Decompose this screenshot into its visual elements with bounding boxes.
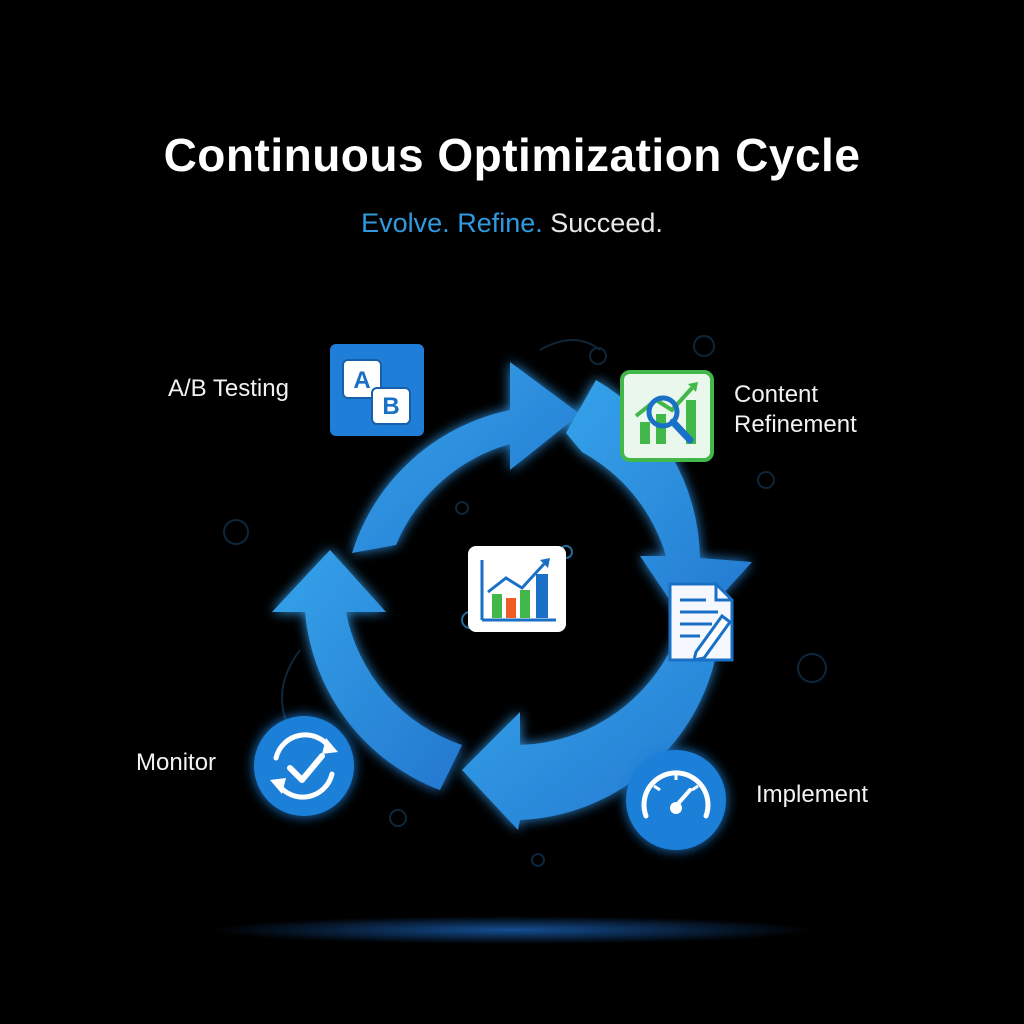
arrow-top: [352, 362, 580, 553]
bar-chart-trend-icon: [461, 545, 573, 632]
speedometer-icon: [626, 750, 726, 850]
content-refinement-line2: Refinement: [734, 411, 857, 438]
subtitle-refine: Refine.: [457, 208, 543, 238]
stage-label-monitor: Monitor: [136, 749, 217, 776]
arrow-right: [566, 380, 752, 630]
cycle-arrows: [272, 362, 752, 830]
chart-magnifier-icon: [620, 370, 714, 462]
stage-label-ab-testing: A/B Testing: [168, 375, 289, 402]
page-subtitle: Evolve. Refine. Succeed.: [0, 208, 1024, 239]
arrow-bottom: [462, 638, 715, 830]
subtitle-succeed: Succeed.: [550, 208, 663, 238]
stage-label-content-refinement: Content Refinement: [734, 380, 857, 440]
stage-label-implement: Implement: [756, 781, 869, 808]
ab-icon-letter-b: B: [382, 393, 399, 420]
page-title: Continuous Optimization Cycle: [163, 129, 861, 181]
ab-test-icon: A B: [330, 344, 424, 436]
ab-icon-letter-a: A: [353, 367, 370, 394]
arrow-left: [272, 550, 462, 790]
refresh-check-icon: [254, 716, 354, 816]
floor-glow: [212, 916, 812, 944]
subtitle-evolve: Evolve.: [361, 208, 450, 238]
document-edit-icon: [668, 582, 734, 662]
content-refinement-line1: Content: [734, 381, 819, 408]
